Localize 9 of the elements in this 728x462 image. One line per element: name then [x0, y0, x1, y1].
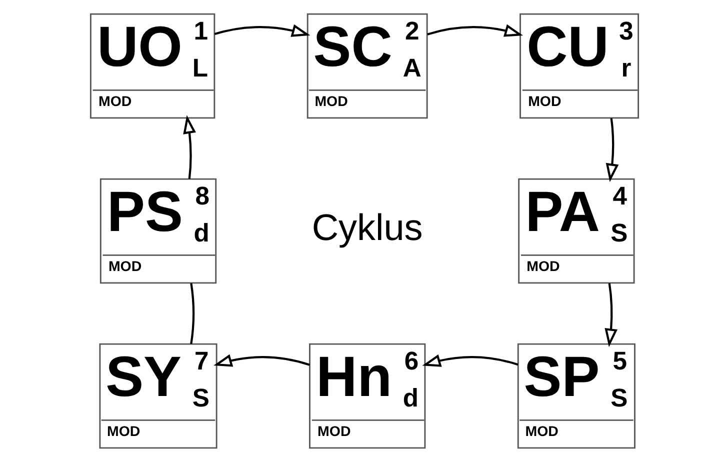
arrow: [213, 354, 310, 367]
arrow: [422, 354, 518, 367]
arrow: [182, 115, 196, 180]
arrow: [214, 24, 310, 37]
label: Cyklus: [311, 206, 422, 248]
arrow: [605, 118, 618, 182]
arrow: [426, 24, 523, 37]
connector: [190, 283, 194, 344]
arrow: [604, 283, 618, 348]
